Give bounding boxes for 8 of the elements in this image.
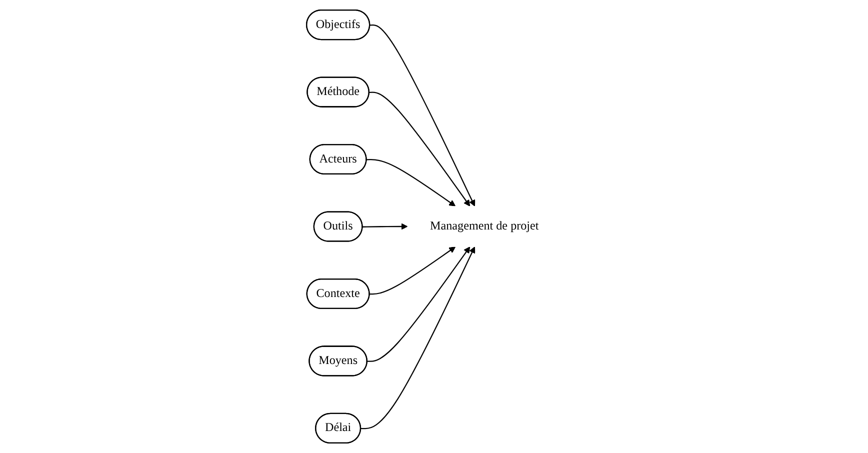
- arrow: [360, 246, 476, 430]
- node-text: Management de projet: [430, 220, 539, 233]
- arrow: [366, 159, 456, 206]
- arrow: [370, 246, 456, 295]
- arrow: [370, 24, 476, 206]
- arrow: [369, 92, 470, 206]
- arrow: [367, 246, 470, 362]
- arrow: [362, 223, 408, 230]
